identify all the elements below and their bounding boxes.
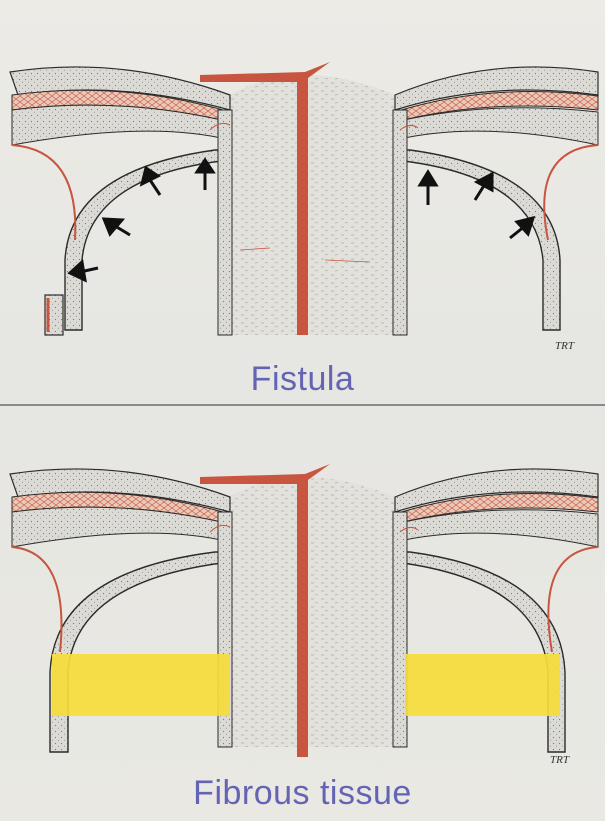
caption-fibrous-tissue: Fibrous tissue	[0, 774, 605, 813]
panel-divider	[0, 404, 605, 406]
central-tissue	[230, 75, 395, 335]
fistula-panel: TRT Fistula	[0, 0, 605, 405]
arrow-icon	[420, 172, 436, 205]
right-curved-wall	[395, 150, 560, 330]
left-wall-vessel	[12, 145, 75, 240]
fibrous-tissue-left	[52, 654, 230, 716]
fibrous-tissue-diagram	[0, 412, 605, 821]
caption-fistula: Fistula	[0, 360, 605, 399]
arrow-icon	[104, 219, 130, 235]
fibrous-tissue-right	[405, 654, 560, 716]
artist-initials: TRT	[550, 754, 569, 766]
arrow-icon	[510, 218, 533, 238]
artist-initials: TRT	[555, 340, 574, 352]
fistula-diagram	[0, 0, 605, 405]
fibrous-tissue-panel: TRT Fibrous tissue	[0, 412, 605, 821]
